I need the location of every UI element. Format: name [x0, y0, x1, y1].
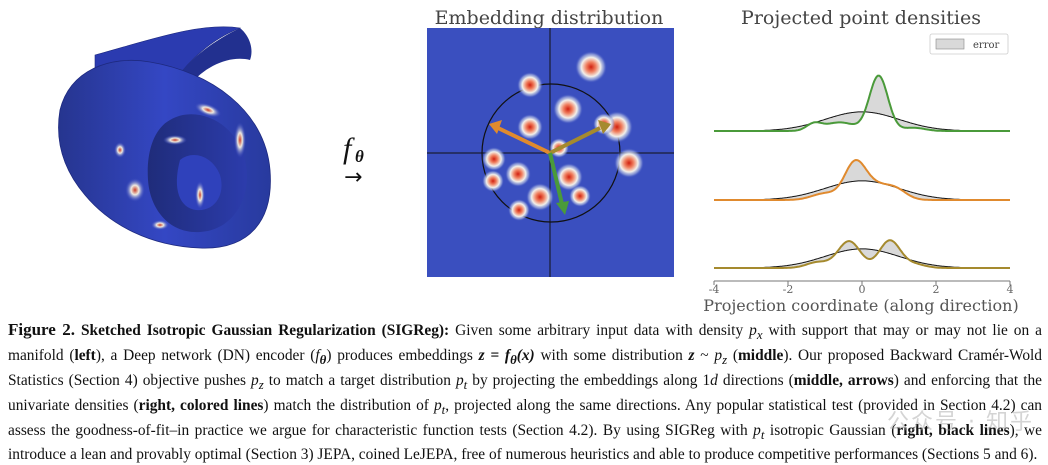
caption-text: ) produces embeddings: [326, 346, 479, 364]
math-sub: t: [441, 402, 446, 417]
densities-plot: [714, 74, 1010, 269]
caption-text: by projecting the embeddings along 1: [467, 371, 711, 389]
caption-text: ) and enforcing that the univariate dens…: [8, 371, 1042, 414]
watermark: 公众号 · 知乎: [887, 410, 1034, 435]
embedding-blobs: [482, 51, 644, 221]
math-sub: x: [756, 328, 763, 343]
caption-text: directions (: [717, 371, 794, 389]
projection-arrow-green: [548, 152, 564, 205]
math-sub: t: [760, 427, 765, 442]
projection-arrowhead-orange: [489, 120, 502, 134]
caption-bold: right, black lines: [896, 421, 1010, 439]
encoder-subscript: θ: [355, 147, 364, 166]
caption-bold: middle: [737, 346, 784, 364]
projection-arrow-olive: [549, 126, 601, 155]
math-p: p: [714, 346, 723, 364]
math-f: f: [315, 346, 320, 364]
x-tick-label: -4: [709, 283, 720, 296]
caption-bold: left: [74, 346, 96, 364]
math-equation: z = f: [478, 346, 511, 364]
error-area-1: [714, 75, 1010, 131]
mapping-arrow-icon: →: [344, 165, 362, 190]
projection-arrowhead-olive: [598, 120, 611, 134]
x-tick-label: -2: [783, 283, 794, 296]
caption-text: ) match the distribution of: [263, 396, 434, 414]
projection-arrowhead-green: [556, 201, 569, 215]
math-sub: t: [463, 377, 468, 392]
caption-text: with some distribution: [534, 346, 689, 364]
caption-text: ), we introduce a lean and provably opti…: [8, 421, 1042, 464]
legend-label: error: [973, 40, 999, 51]
math-p: p: [251, 371, 259, 389]
caption-text: (: [727, 346, 738, 364]
caption-bold: right, colored lines: [138, 396, 264, 414]
legend: error: [929, 33, 1009, 55]
projection-arrow-orange: [497, 126, 551, 155]
x-tick-label: 0: [859, 283, 866, 296]
figure-caption: Figure 2. Sketched Isotropic Gaussian Re…: [8, 320, 1042, 465]
encoder-mapping: f θ →: [343, 132, 364, 190]
projected-density-line-2: [714, 158, 1010, 201]
math-p: p: [455, 371, 464, 389]
manifold-illustration: [58, 26, 271, 249]
encoder-symbol: f: [343, 132, 355, 165]
caption-text: isotropic Gaussian (: [764, 421, 897, 439]
math-sub: θ: [510, 352, 517, 367]
math-p: p: [749, 322, 757, 339]
caption-text: Given some arbitrary input data with den…: [449, 322, 750, 339]
math-sub: z: [722, 352, 728, 367]
math-p: p: [753, 421, 761, 439]
x-ticks: -4 -2 0 2 4: [709, 281, 1014, 296]
caption-text: ). Our proposed Backward Cramér-Wold Sta…: [8, 346, 1042, 389]
caption-title: Sketched Isotropic Gaussian Regularizati…: [80, 322, 450, 339]
math-d: d: [710, 371, 718, 389]
caption-text: with support that may or may not lie on …: [8, 322, 1042, 364]
embedding-title: Embedding distribution: [435, 7, 664, 29]
projection-arrows: [489, 120, 611, 215]
caption-text: , projected along the same directions. A…: [8, 396, 1042, 439]
x-axis-label: Projection coordinate (along direction): [703, 296, 1018, 315]
math-z: z: [688, 346, 695, 364]
math-sub: z: [258, 377, 264, 392]
caption-text: ), a Deep network (DN) encoder (: [95, 346, 316, 364]
math-equation-rest: (x): [516, 346, 535, 364]
x-tick-label: 2: [933, 283, 940, 296]
x-tick-label: 4: [1007, 283, 1014, 296]
math-sub: θ: [319, 352, 327, 367]
projected-density-line-1: [714, 74, 1010, 132]
densities-title: Projected point densities: [741, 7, 981, 29]
embedding-panel: Embedding distribution: [427, 7, 674, 277]
error-area-2: [714, 160, 1010, 200]
caption-figure-label: Figure 2.: [8, 320, 75, 339]
caption-text: to match a target distribution: [263, 371, 456, 389]
target-gaussian-line-2: [714, 180, 1010, 201]
projected-density-line-3: [714, 239, 1010, 269]
legend-swatch: [935, 38, 965, 50]
figure-2: f θ → Embedding distribution: [58, 7, 1019, 315]
math-p: p: [433, 396, 442, 414]
caption-bold: middle, arrows: [793, 371, 894, 389]
math-sim: ~: [694, 346, 715, 364]
